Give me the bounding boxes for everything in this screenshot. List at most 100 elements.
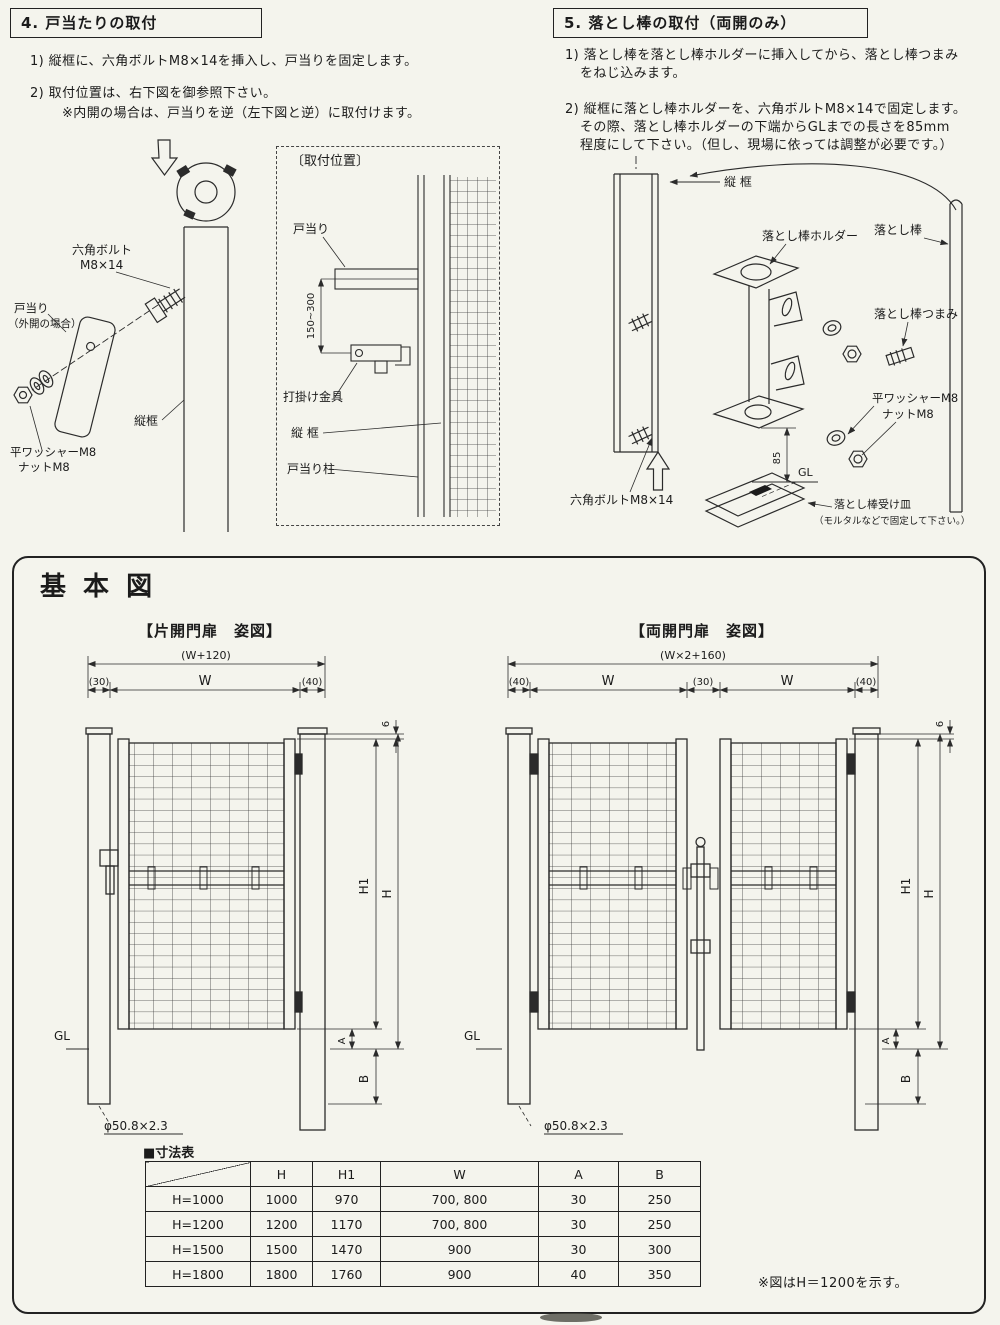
insert-curve-arrow	[689, 163, 957, 211]
hinge	[294, 991, 303, 1013]
table-cell: H=1000	[145, 1186, 251, 1212]
gate-stile	[835, 738, 848, 1030]
label-pipe-size: φ50.8×2.3	[544, 1119, 608, 1133]
label-nut: ナットM8	[18, 460, 70, 474]
nut-drawing	[13, 386, 33, 404]
section4-title: 4. 戸当たりの取付	[10, 8, 262, 38]
dim-h1: H1	[899, 878, 913, 895]
table-row: H=1000 1000 970 700, 800 30 250	[145, 1186, 701, 1212]
table-cell: 1000	[250, 1186, 313, 1212]
label-doorstop-note: （外開の場合）	[8, 317, 82, 330]
right-post	[299, 733, 326, 1131]
dim-40: (40)	[509, 677, 530, 688]
dim-h: H	[922, 889, 936, 898]
double-gate-structure	[505, 727, 881, 1131]
table-cell: 1760	[312, 1261, 381, 1287]
latch-fitting-drawing	[350, 344, 411, 374]
dim-w: W	[199, 674, 212, 689]
table-cell: 1800	[250, 1261, 313, 1287]
nut-drawing	[848, 450, 868, 468]
mounting-position-inset: 〔取付位置〕 戸当り 150~300 打掛け金具 縦 框 戸当り柱	[276, 146, 500, 526]
gate-stile	[537, 738, 550, 1030]
up-arrow-icon	[645, 450, 671, 491]
post-cap	[85, 727, 113, 735]
basic-figures: (W+120) (30) W (40) 6 H1 H A B GL φ50.8×…	[54, 649, 954, 1135]
doorstop-assembly-diagram: 六角ボルト M8×14 戸当り （外開の場合） 縦框 平ワッシャーM8 ナットM…	[8, 139, 237, 532]
dim-30: (30)	[693, 677, 714, 688]
single-gate-dimension-lines	[66, 656, 404, 1135]
mounting-position-diagram: 〔取付位置〕 戸当り 150~300 打掛け金具 縦 框 戸当り柱	[283, 154, 496, 517]
header-h1: H1	[312, 1161, 381, 1187]
label-washer: 平ワッシャーM8	[10, 445, 96, 459]
table-cell: 350	[618, 1261, 701, 1287]
dim-b: B	[899, 1075, 913, 1083]
table-cell: 700, 800	[380, 1186, 539, 1212]
section4-step2: 2) 取付位置は、右下図を御参照下さい。	[30, 86, 277, 101]
latch-fitting	[99, 849, 119, 867]
label-holder: 落とし棒ホルダー	[762, 228, 858, 243]
washer-drawing	[822, 320, 842, 336]
dropbar-holder	[690, 863, 711, 878]
section5-step2-line3: 程度にして下さい。（但し、現場に依っては調整が必要です。）	[580, 138, 954, 153]
table-cell: H=1500	[145, 1236, 251, 1262]
double-gate-dimension-lines	[476, 656, 954, 1135]
section5-step1-line2: をねじ込みます。	[580, 66, 686, 81]
table-cell: 250	[618, 1211, 701, 1237]
basic-diagram-box	[12, 556, 986, 1314]
label-dropbar: 落とし棒	[874, 223, 922, 237]
dimension-table: H H1 W A B H=1000 1000 970 700, 800 30 2…	[145, 1161, 701, 1287]
table-header-row: H H1 W A B	[145, 1161, 701, 1187]
label-hex-bolt: 六角ボルト	[72, 243, 132, 257]
table-cell: 30	[538, 1186, 619, 1212]
table-cell: 900	[380, 1261, 539, 1287]
inset-labels: 〔取付位置〕 戸当り 150~300 打掛け金具 縦 框 戸当り柱	[283, 154, 369, 476]
section5-step2-line2: その際、落とし棒ホルダーの下端からGLまでの長さを85mm	[580, 120, 950, 135]
doorstop-plate-drawing	[54, 316, 116, 438]
header-b: B	[618, 1161, 701, 1187]
dropbar-diagram-labels: 縦 框 落とし棒ホルダー 落とし棒 落とし棒つまみ 平ワッシャーM8 ナットM8…	[570, 175, 970, 527]
label-frame: 縦 框	[724, 175, 752, 189]
label-gl: GL	[54, 1029, 70, 1043]
inset-title: 〔取付位置〕	[291, 154, 369, 169]
dim-6: 6	[935, 721, 946, 727]
label-tray: 落とし棒受け皿	[834, 497, 911, 511]
doorstop-drawing	[13, 139, 237, 532]
table-cell: H=1800	[145, 1261, 251, 1287]
dimension-label-85: 85	[772, 452, 783, 465]
label-doorstop-post: 戸当り柱	[287, 461, 335, 476]
dim-b: B	[357, 1075, 371, 1083]
left-post	[507, 733, 531, 1105]
section5-step2-line1: 2) 縦框に落とし棒ホルダーを、六角ボルトM8×14で固定します。	[565, 102, 967, 117]
label-doorstop: 戸当り	[293, 222, 329, 236]
dropbar-assembly-diagram: 縦 框 落とし棒ホルダー 落とし棒 落とし棒つまみ 平ワッシャーM8 ナットM8…	[570, 156, 970, 528]
table-cell: H=1200	[145, 1211, 251, 1237]
double-gate-caption: 【両開門扉 姿図】	[629, 622, 774, 640]
doorstop-diagram-labels: 六角ボルト M8×14 戸当り （外開の場合） 縦框 平ワッシャーM8 ナットM…	[8, 243, 158, 474]
table-cell: 30	[538, 1211, 619, 1237]
table-cell: 40	[538, 1261, 619, 1287]
table-cell: 1200	[250, 1211, 313, 1237]
bolt-stud-drawing	[628, 426, 653, 445]
label-tray-note: （モルタルなどで固定して下さい。）	[814, 515, 970, 527]
post-cap	[505, 727, 533, 735]
label-doorstop: 戸当り	[14, 301, 49, 315]
hinge	[846, 753, 856, 775]
section4-step1: 1) 縦框に、六角ボルトM8×14を挿入し、戸当りを固定します。	[30, 54, 418, 69]
gate-left-stile	[117, 738, 130, 1030]
right-post	[854, 733, 879, 1131]
washer-drawing	[29, 377, 45, 395]
receiver-tray-drawing	[704, 472, 806, 528]
figure-note: ※図はH＝1200を示す。	[758, 1276, 908, 1291]
knob-screw-drawing	[885, 346, 915, 366]
label-gl: GL	[464, 1029, 480, 1043]
dim-6: 6	[381, 721, 392, 727]
washer-drawing	[826, 430, 846, 446]
table-cell: 300	[618, 1236, 701, 1262]
dim-40: (40)	[302, 677, 323, 688]
hinge	[529, 991, 539, 1013]
section4-note: ※内開の場合は、戸当りを逆（左下図と逆）に取付けます。	[62, 106, 421, 121]
post-cap	[852, 727, 881, 735]
gate-stile	[675, 738, 688, 1030]
hinge	[294, 753, 303, 775]
single-gate-structure	[85, 727, 328, 1131]
